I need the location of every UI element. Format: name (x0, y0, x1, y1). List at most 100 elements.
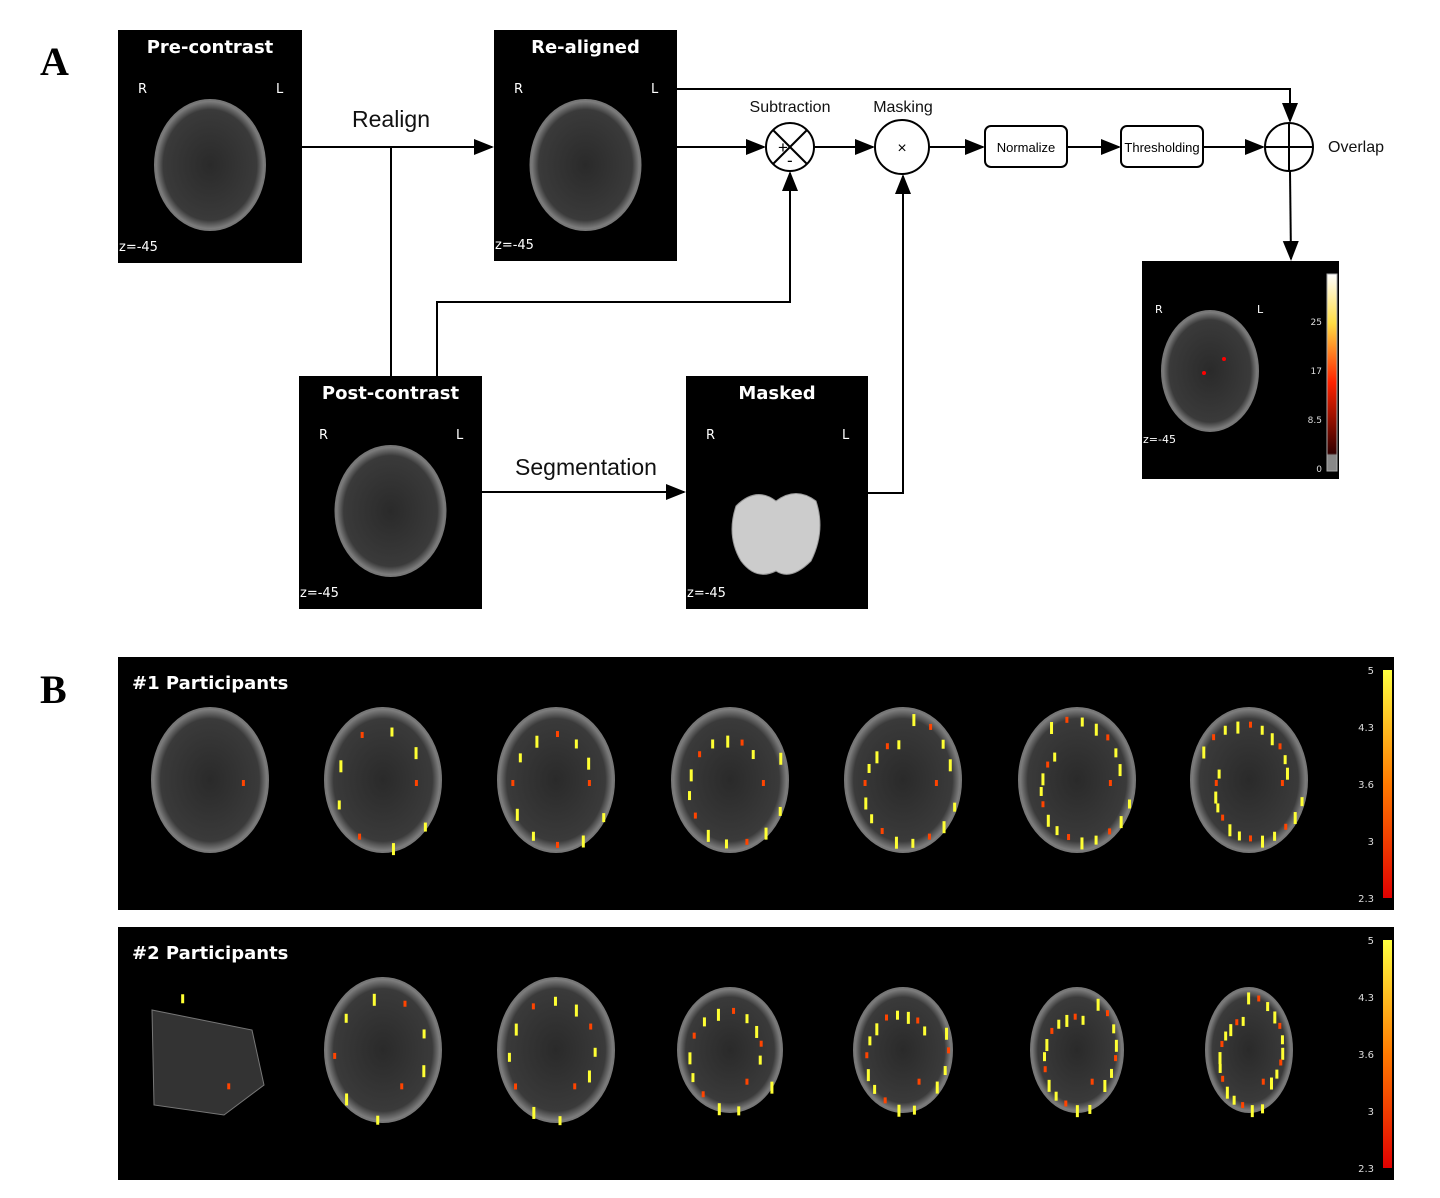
left-marker: L (1257, 303, 1264, 316)
row-title: #2 Participants (132, 943, 288, 964)
brain-slice (151, 707, 269, 853)
activation-cluster (358, 833, 362, 840)
activation-cluster (1108, 828, 1112, 835)
activation-cluster (337, 800, 341, 810)
slice-coordinate: z=-45 (300, 586, 339, 601)
activation-cluster (1114, 1055, 1118, 1062)
activation-cluster (532, 1106, 536, 1119)
activation-cluster (1216, 803, 1220, 813)
colorbar-tick: 25 (1311, 318, 1322, 328)
activation-cluster (1235, 1019, 1239, 1026)
brain-slice-image (334, 445, 447, 577)
brain-slice-image (151, 1009, 265, 1116)
activation-cluster (1090, 1078, 1094, 1085)
activation-cluster (1249, 721, 1252, 728)
brain-slice (1190, 707, 1308, 853)
colorbar-tick: 3 (1368, 837, 1374, 848)
activation-cluster (717, 1103, 721, 1116)
panel-title: Re-aligned (531, 37, 640, 58)
brain-slice (1030, 987, 1124, 1118)
activation-cluster (875, 751, 879, 764)
activation-cluster (726, 735, 730, 748)
activation-cluster (1065, 1014, 1069, 1027)
activation-cluster (556, 731, 559, 738)
activation-cluster (906, 1011, 910, 1024)
activation-cluster (1114, 748, 1118, 758)
activation-cluster (1088, 1104, 1092, 1114)
brain-slice (497, 977, 615, 1126)
activation-cluster (422, 1029, 426, 1039)
segmentation-label: Segmentation (515, 454, 657, 480)
colorbar (1326, 273, 1338, 472)
activation-cluster (953, 802, 957, 812)
colorbar (1383, 670, 1392, 898)
activation-cluster (1112, 1024, 1116, 1034)
activation-cluster (866, 1069, 870, 1082)
activation-cluster (422, 1065, 426, 1078)
right-marker: R (319, 428, 328, 443)
slice-coordinate: z=-45 (687, 586, 726, 601)
activation-cluster (927, 833, 931, 840)
activation-cluster (1041, 801, 1045, 808)
activation-cluster (865, 1052, 869, 1059)
activation-cluster (514, 1023, 518, 1036)
activation-cluster (1261, 835, 1265, 848)
activation-cluster (1236, 721, 1240, 734)
activation-cluster (1285, 767, 1289, 780)
post-to-subtraction-arrow (436, 171, 798, 376)
activation-cluster (948, 759, 952, 772)
masking-label: Masking (873, 99, 933, 116)
activation-cluster (511, 780, 515, 786)
activation-cluster (912, 714, 916, 727)
left-marker: L (276, 82, 284, 97)
activation-cluster (535, 735, 539, 748)
activation-cluster (344, 1013, 348, 1023)
activation-cluster (701, 1091, 705, 1098)
brain-slice-image (844, 707, 962, 853)
activation-cluster (414, 780, 418, 786)
brain-slice (853, 987, 953, 1117)
overlap-node (1264, 122, 1314, 172)
activation-cluster (602, 813, 606, 823)
activation-cluster (947, 1047, 951, 1054)
brain-slice-image (151, 707, 269, 853)
panel-title: Masked (738, 383, 815, 404)
brain-slice-image (1205, 987, 1293, 1113)
activation-cluster (1047, 1079, 1051, 1092)
brain-slice-image (671, 707, 789, 853)
activation-cluster (581, 835, 585, 848)
slice-coordinate: z=-45 (1143, 433, 1176, 446)
activation-cluster (1118, 764, 1122, 777)
activation-cluster (691, 1073, 695, 1083)
activation-cluster (870, 814, 874, 824)
activation-cluster (1232, 1095, 1236, 1105)
activation-cluster (1050, 1027, 1054, 1034)
activation-cluster (1081, 1015, 1085, 1025)
activation-cluster (558, 1116, 562, 1126)
activation-cluster (1046, 814, 1050, 827)
activation-cluster (1225, 1086, 1229, 1099)
activation-cluster (391, 843, 395, 856)
panel-title: Post-contrast (322, 383, 460, 404)
activation-cluster (514, 1083, 518, 1090)
right-marker: R (514, 82, 523, 97)
activation-cluster (1094, 723, 1098, 736)
normalize-label: Normalize (997, 140, 1056, 155)
activation-cluster (1249, 835, 1252, 842)
activation-cluster (759, 1040, 763, 1047)
activation-cluster (1223, 725, 1227, 735)
brain-slice-image (1190, 707, 1308, 853)
activation-cluster (688, 1052, 692, 1065)
activation-cluster (689, 769, 693, 782)
activation-cluster (745, 838, 749, 845)
activation-cluster (884, 1014, 888, 1021)
activation-cluster (895, 1010, 899, 1020)
activation-cluster (423, 822, 427, 832)
activation-cluster (724, 839, 728, 849)
activation-cluster (372, 993, 376, 1006)
activation-cluster (1250, 1105, 1254, 1118)
activation-cluster (587, 1070, 591, 1083)
